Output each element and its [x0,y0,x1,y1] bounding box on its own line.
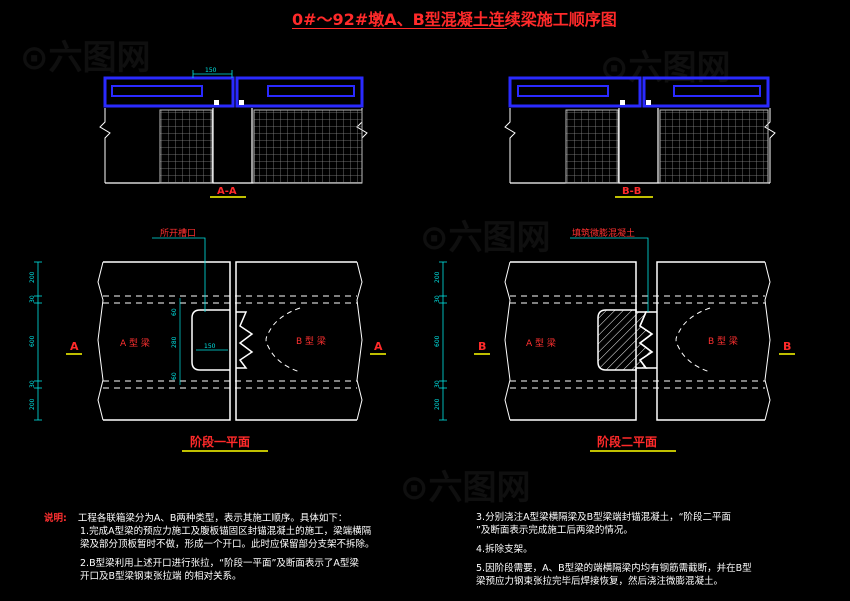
stage2-plan: 填筑微膨混凝土 A 型 梁 B 型 梁 B B 200 30 600 30 20… [434,227,795,452]
section-label-a: A-A [217,186,237,197]
note-3a: 3.分别浇注A型梁横隔梁及B型梁端封锚混凝土，“阶段二平面 [476,512,732,523]
dim-v200a: 200 [434,271,441,283]
stage2-title: 阶段二平面 [597,434,657,449]
note-intro: 工程各联箱梁分为A、B两种类型，表示其施工顺序。具体如下： [77,513,348,524]
dim-v200b: 200 [434,398,441,410]
dim-hole: 150 [204,343,216,350]
dim-v30a: 30 [29,295,36,303]
note-2b: 开口及B型梁钢束张拉端 的相对关系。 [80,571,242,582]
title-underline [292,28,507,29]
notes-right: 3.分别浇注A型梁横隔梁及B型梁端封锚混凝土，“阶段二平面 ”及断面表示完成施工… [476,511,752,588]
stage1-plan: 所开槽口 60 280 60 150 A 型 梁 B 型 梁 A A 200 [29,227,386,452]
dim-v30a: 30 [434,295,441,303]
grid-box-right [253,109,363,184]
mark-a-right: A [374,340,383,353]
mark-b-right: B [783,340,791,353]
deck-right [235,76,364,108]
note-1b: 梁及部分顶板暂时不做，形成一个开口。此时应保留部分支架不拆除。 [80,539,375,550]
dim-v200a: 200 [29,271,36,283]
note-2a: 2.B型梁利用上述开口进行张拉，“阶段一平面”及断面表示了A型梁 [80,558,359,569]
label-beam-b: B 型 梁 [708,335,738,347]
section-label-b: B-B [622,186,641,197]
watermark: ⊙六图网 [420,218,551,258]
label-beam-a: A 型 梁 [526,337,556,349]
label-open-groove: 所开槽口 [160,227,196,239]
watermark: ⊙六图网 [20,38,151,78]
label-fill-concrete: 填筑微膨混凝土 [572,227,635,239]
section-a-a: 150 A-A [99,67,368,198]
stage1-title: 阶段一平面 [190,434,250,449]
dim-v200b: 200 [29,398,36,410]
deck-left [103,76,235,108]
note-5a: 5.因阶段需要，A、B型梁的端横隔梁内均有钢筋需截断，并在B型 [476,563,752,574]
mark-a-left: A [70,340,79,353]
dim-v600: 600 [29,335,36,347]
dim-h280: 280 [171,336,178,348]
mark-b-left: B [478,340,486,353]
notes-left: 说明: 工程各联箱梁分为A、B两种类型，表示其施工顺序。具体如下： 1.完成A型… [44,512,375,583]
dim-v600: 600 [434,335,441,347]
note-1a: 1.完成A型梁的预应力施工及腹板锚固区封锚混凝土的施工，梁端横隔 [80,526,372,537]
open-groove [191,309,230,371]
dim-v30b: 30 [29,380,36,388]
notes-label: 说明: [44,513,67,524]
grid-box-left [159,109,213,184]
watermark: ⊙六图网 [400,468,531,508]
watermark: ⊙六图网 [600,48,731,88]
drawing-title: 0#～92#墩A、B型混凝土连续梁施工顺序图 [292,10,617,29]
dim-h60b: 60 [171,372,178,380]
note-4: 4.拆除支架。 [476,544,533,555]
break-line [99,108,111,183]
label-beam-b: B 型 梁 [296,335,326,347]
dim-v30b: 30 [434,380,441,388]
note-3b: ”及断面表示完成施工后两梁的情况。 [476,525,633,536]
note-5b: 梁预应力钢束张拉完毕后焊接恢复，然后浇注微膨混凝土。 [476,576,724,587]
grid-box-right [659,109,769,184]
grid-box-left [565,109,619,184]
dim-h60a: 60 [171,308,178,316]
label-beam-a: A 型 梁 [120,337,150,349]
dim-top: 150 [205,67,217,74]
section-b-b: B-B [504,76,776,198]
